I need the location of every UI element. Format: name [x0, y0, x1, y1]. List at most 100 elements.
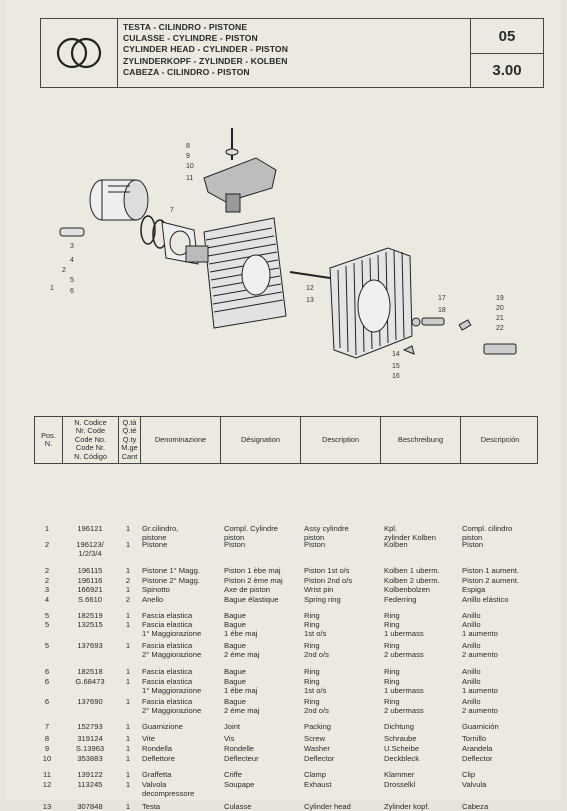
cell-pos: 4 — [44, 595, 50, 604]
cell-it: Pistone 1° Magg. — [142, 566, 200, 575]
cell-de: Dichtung — [384, 722, 414, 731]
cell-code: G.68473 — [75, 677, 105, 686]
cell-pos: 9 — [44, 744, 50, 753]
cell-pos: 1 — [44, 524, 50, 533]
callout-22: 22 — [496, 325, 504, 332]
cell-es: Anillo 1 aumento — [462, 677, 498, 695]
cell-qty: 1 — [125, 780, 131, 789]
cell-fr: Bague 1 ébe maj — [224, 677, 258, 695]
cell-qty: 1 — [125, 734, 131, 743]
cell-it: Fascia elastica 1° Maggiorazione — [142, 677, 202, 695]
cell-en: Piston 2nd o/s — [304, 576, 353, 585]
cell-qty: 1 — [125, 667, 131, 676]
cell-en: Piston 1st o/s — [304, 566, 350, 575]
cell-de: Drosselkl — [384, 780, 416, 789]
cell-pos: 12 — [42, 780, 52, 789]
cell-code: 137693 — [77, 641, 103, 650]
cell-fr: Bague — [224, 611, 246, 620]
cell-es: Tornillo — [462, 734, 487, 743]
cell-de: Ring — [384, 611, 400, 620]
callout-10: 10 — [186, 163, 194, 170]
cell-en: Ring — [304, 611, 320, 620]
callout-2: 2 — [62, 267, 66, 274]
page-header: TESTA - CILINDRO - PISTONE CULASSE - CYL… — [40, 18, 544, 88]
header-pos: Pos. N. — [35, 417, 63, 463]
title-fr: CULASSE - CYLINDRE - PISTON — [123, 33, 258, 44]
cell-pos: 7 — [44, 722, 50, 731]
cell-qty: 1 — [125, 524, 131, 533]
callout-16: 16 — [392, 373, 400, 380]
cell-fr: Piston 2 ème maj — [224, 576, 283, 585]
cell-pos: 10 — [42, 754, 52, 763]
cell-code: 319124 — [77, 734, 103, 743]
cell-it: Graffetta — [142, 770, 172, 779]
cell-it: Fascia elastica 2° Maggiorazione — [142, 697, 202, 715]
cell-pos: 8 — [44, 734, 50, 743]
cell-fr: Bague — [224, 667, 246, 676]
callout-8: 8 — [186, 143, 190, 150]
cell-code: 132515 — [77, 620, 103, 629]
cell-es: Piston 2 aument. — [462, 576, 519, 585]
cell-code: 307848 — [77, 802, 103, 811]
cell-en: Ring 1st o/s — [304, 620, 327, 638]
cell-qty: 1 — [125, 722, 131, 731]
cell-en: Cylinder head — [304, 802, 351, 811]
cell-fr: Criffe — [224, 770, 243, 779]
cell-en: Ring 2nd o/s — [304, 641, 329, 659]
cell-de: Zylinder kopf. — [384, 802, 430, 811]
cylinder-drawing — [185, 217, 287, 329]
cell-qty: 1 — [125, 770, 131, 779]
cell-en: Spring ring — [304, 595, 341, 604]
cell-it: Pistone — [142, 540, 168, 549]
piston-drawing — [89, 179, 149, 221]
cell-it: Pistone 2° Magg. — [142, 576, 200, 585]
callout-19: 19 — [496, 295, 504, 302]
cell-de: Ring 1 ubermass — [384, 677, 424, 695]
cell-de: Kolbenbolzen — [384, 585, 431, 594]
cell-qty: 1 — [125, 754, 131, 763]
callout-9: 9 — [186, 153, 190, 160]
header-qty: Q.tà Q.té Q.ty M.ge Cant — [119, 417, 141, 463]
cell-es: Anillo 2 aumento — [462, 697, 498, 715]
cell-fr: Déflecteur — [224, 754, 259, 763]
cell-qty: 1 — [125, 540, 131, 549]
cell-it: Anello — [142, 595, 164, 604]
cell-pos: 2 — [44, 540, 50, 549]
cell-en: Packing — [304, 722, 332, 731]
cell-qty: 2 — [125, 595, 131, 604]
cell-fr: Bague 1 ébe maj — [224, 620, 258, 638]
cell-code: 166921 — [77, 585, 103, 594]
cell-it: Gr.cilindro, pistone — [142, 524, 179, 542]
table-header: Pos. N. N. Codice Nr. Code Code No. Code… — [34, 416, 538, 464]
header-de: Beschreibung — [381, 417, 461, 463]
cell-qty: 1 — [125, 611, 131, 620]
cell-en: Deflector — [304, 754, 335, 763]
cell-pos: 3 — [44, 585, 50, 594]
cell-de: Ring 2 ubermass — [384, 641, 424, 659]
cell-code: S.13963 — [75, 744, 105, 753]
page-code-box: 05 3.00 — [470, 19, 543, 87]
cell-it: Vite — [142, 734, 155, 743]
piston-rings-logo — [41, 19, 118, 87]
cell-de: Kolben 2 uberm. — [384, 576, 440, 585]
cell-code: 196123/ 1/2/3/4 — [76, 540, 104, 558]
cell-en: Ring 2nd o/s — [304, 697, 329, 715]
cell-de: Schraube — [384, 734, 417, 743]
cell-fr: Rondelle — [224, 744, 254, 753]
parts-table: Pos. N. N. Codice Nr. Code Code No. Code… — [34, 416, 538, 811]
cell-en: Washer — [304, 744, 330, 753]
cell-fr: Culasse — [224, 802, 252, 811]
section-titles: TESTA - CILINDRO - PISTONE CULASSE - CYL… — [123, 22, 288, 78]
cell-code: 196115 — [77, 566, 103, 575]
cell-it: Deflettore — [142, 754, 175, 763]
cell-en: Assy cylindre piston — [304, 524, 349, 542]
cell-qty: 1 — [125, 620, 131, 629]
header-code: N. Codice Nr. Code Code No. Code Nr. N. … — [63, 417, 119, 463]
title-it: TESTA - CILINDRO - PISTONE — [123, 22, 248, 32]
cell-pos: 2 — [44, 576, 50, 585]
group-number: 05 — [471, 19, 543, 54]
cell-es: Anillo — [462, 611, 481, 620]
header-en: Description — [301, 417, 381, 463]
cell-it: Testa — [142, 802, 161, 811]
